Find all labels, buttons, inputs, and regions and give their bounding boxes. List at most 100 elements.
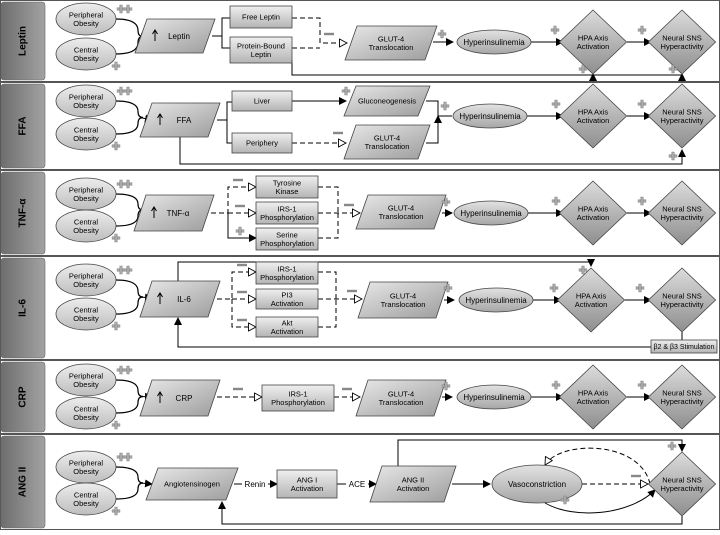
glut4-crp [355,379,447,417]
ang1-node-label-line: Activation [291,484,324,493]
peripheral-obesity-il6 [55,263,117,297]
plus-bound-sns-v [671,64,675,74]
minus-tnf-glut4 [344,203,354,207]
hyper-ffa [452,103,528,129]
glut4-tnf-label-line: Translocation [379,212,424,221]
row-label-leptin [0,1,46,81]
hpa-leptin [558,9,628,75]
bound-leptin-node [229,36,293,64]
crp-node [139,379,221,417]
il6-top-to-hpa [177,259,595,281]
ffa-node [139,102,221,138]
tyrosine-node-label-line: Tyrosine [273,178,301,187]
peripheral-obesity-ang-label-line: Peripheral [69,458,104,467]
row-label-text-ffa: FFA [18,117,29,136]
glut4-il6 [357,281,449,319]
renin-label: Renin [245,480,266,489]
peripheral-obesity-il6-label-line: Peripheral [69,271,104,280]
hyper-ffa-label: Hyperinsulinemia [459,112,521,121]
central-obesity-ang-label-line: Central [74,490,99,499]
bracket-top-leptin [115,18,144,38]
plus-peripheral2-ang-v [126,452,130,462]
vaso-to-sns-solid [544,489,656,514]
tnf-node-up-arrow [151,206,157,218]
glut4-il6-label-line: GLUT-4 [390,291,416,300]
central-obesity-ffa-label-line: Central [74,125,99,134]
gluconeogenesis-node [343,85,431,117]
ffa-node-label: FFA [177,116,192,125]
irs1-tnf-node-label-line: IRS-1 [277,204,296,213]
tnf-node [133,194,215,232]
bracket-top-ffa [115,100,144,119]
peripheral-obesity-ffa [55,84,117,118]
peripheral-obesity-ffa-label-line: Obesity [73,101,99,110]
glut4-leptin-label-line: Translocation [369,43,414,52]
plus-ffa-hyper-v [443,101,447,111]
hpa-ffa-label-line: Activation [577,116,610,125]
plus-vaso-sns-v [563,495,567,505]
central-obesity-ang [55,482,117,516]
central-obesity-crp-label-line: Central [74,404,99,413]
ang2-node [369,465,457,503]
serine-node [255,227,319,251]
liver-node-label: Liver [254,97,271,106]
sns-leptin-label-line: Neural SNS [662,33,702,42]
glut4-ffa [343,124,431,160]
plus-peripheral2-tnf-v [126,179,130,189]
central-obesity-ffa-label-line: Obesity [73,134,99,143]
hpa-il6-label-line: Activation [575,300,608,309]
serine-node-label-line: Phosphorylation [260,239,314,248]
irs1-il6-node-label-line: Phosphorylation [260,273,314,282]
bracket-bottom-crp [115,395,144,414]
glut4-ffa-label-line: GLUT-4 [374,133,400,142]
irs1-tnf-node-label-line: Phosphorylation [260,213,314,222]
irs1-crp-node [261,384,335,412]
sns-crp-label-line: Hyperactivity [661,397,704,406]
minus-il6-pi3 [237,290,247,294]
hpa-ffa-label-line: HPA Axis [578,107,609,116]
gluconeogenesis-node-label: Gluconeogenesis [358,97,416,106]
row-label-tnf [0,171,46,255]
sns-il6-label-line: Hyperactivity [661,300,704,309]
row-label-crp [0,361,46,433]
central-obesity-tnf-label-line: Obesity [73,226,99,235]
crp-node-up-arrow [157,391,163,403]
ffa-node-up-arrow [157,113,163,125]
sns-ang-label-line: Hyperactivity [661,484,704,493]
glut4-to-hyper-ffa [426,115,442,144]
hyper-tnf [453,200,529,226]
peripheral-obesity-ffa-label-line: Peripheral [69,92,104,101]
tyrosine-join [318,186,339,213]
peripheral-obesity-crp-label-line: Peripheral [69,371,104,380]
sns-ffa-label-line: Neural SNS [662,107,702,116]
sns-ffa-label-line: Hyperactivity [661,116,704,125]
angiotensinogen-node [145,467,239,501]
central-obesity-leptin-label-line: Central [74,45,99,54]
irs1-il6-node-label-line: IRS-1 [277,264,296,273]
hpa-crp-label-line: Activation [577,397,610,406]
minus-irs1-tnf [235,204,245,208]
akt-join-il6 [318,299,337,328]
plus-central-ang-v [114,506,118,516]
minus-periphery-glut4 [333,131,343,135]
plus-central-crp-v [114,420,118,430]
glut4-il6-label-line: Translocation [381,300,426,309]
glut4-leptin-label-line: GLUT-4 [378,34,404,43]
central-obesity-crp-label-line: Obesity [73,413,99,422]
beta-stimulation-node [650,339,718,354]
plus-peripheral2-crp-v [126,365,130,375]
akt-node-label-line: Akt [282,318,294,327]
